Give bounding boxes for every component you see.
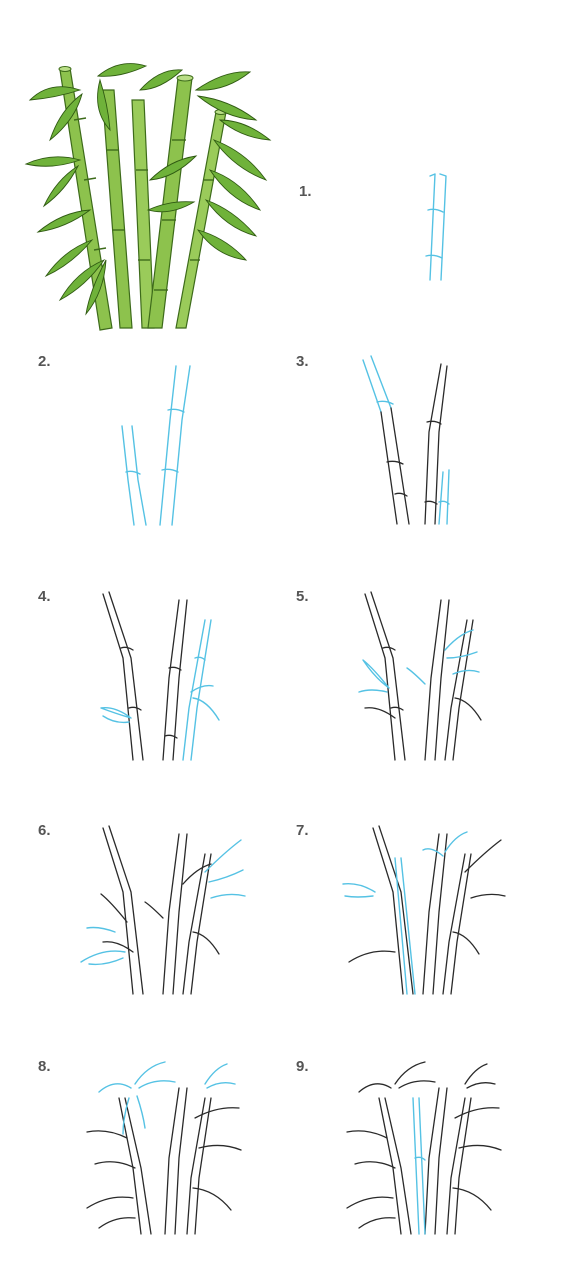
- step-3-label: 3.: [296, 353, 309, 370]
- leaves: [24, 63, 272, 316]
- step-8-drawing: [86, 1061, 242, 1235]
- step-6-drawing: [80, 825, 246, 995]
- step-5-drawing: [358, 591, 482, 761]
- stems: [58, 66, 228, 331]
- step-9-label: 9.: [296, 1058, 309, 1075]
- step-7-drawing: [342, 825, 506, 995]
- step-3-drawing: [362, 355, 450, 525]
- step-2-drawing: [121, 365, 191, 526]
- step-4-drawing: [100, 591, 220, 761]
- step-6-label: 6.: [38, 822, 51, 839]
- step-5-label: 5.: [296, 588, 309, 605]
- step-4-label: 4.: [38, 588, 51, 605]
- step-9-drawing: [346, 1061, 502, 1235]
- step-1-label: 1.: [299, 183, 312, 200]
- step-7-label: 7.: [296, 822, 309, 839]
- step-8-label: 8.: [38, 1058, 51, 1075]
- step-1-drawing: [425, 173, 447, 281]
- step-2-label: 2.: [38, 353, 51, 370]
- final-bamboo-illustration: [24, 63, 272, 331]
